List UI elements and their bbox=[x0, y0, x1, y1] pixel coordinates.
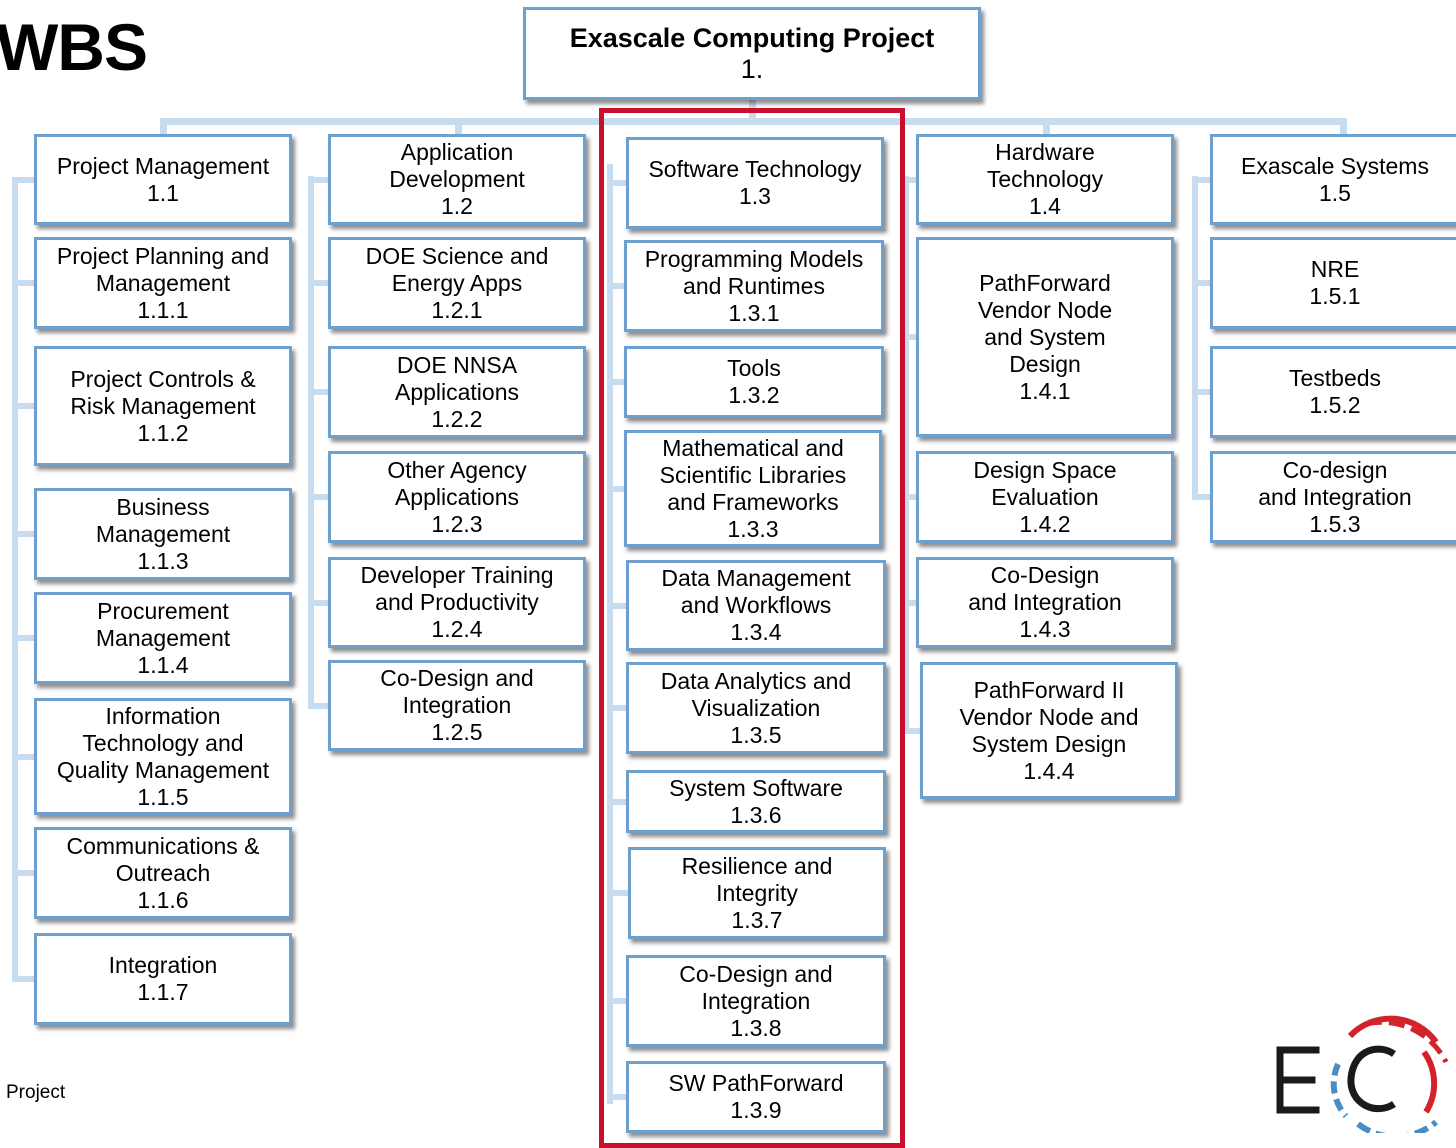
slide-title: WBS bbox=[0, 10, 148, 84]
root-label: Exascale Computing Project bbox=[569, 22, 935, 53]
connector-stub bbox=[1192, 494, 1210, 500]
connector-stub bbox=[903, 599, 916, 606]
connector-stub bbox=[903, 727, 920, 734]
connector-stub bbox=[308, 389, 328, 395]
connector-stub bbox=[308, 702, 328, 709]
col3-item-box: Mathematical and Scientific Libraries an… bbox=[624, 430, 882, 547]
footer-text: Project bbox=[6, 1082, 66, 1103]
ecp-logo-icon bbox=[1276, 1015, 1449, 1133]
root-number: 1. bbox=[740, 53, 764, 84]
connector-stub bbox=[12, 176, 34, 183]
connector-stub bbox=[903, 334, 916, 340]
connector-stub bbox=[1192, 280, 1210, 286]
software-technology-highlight bbox=[599, 108, 905, 1148]
connector-stub bbox=[1192, 389, 1210, 395]
connector-stub bbox=[607, 602, 626, 609]
connector-stub bbox=[12, 403, 34, 409]
connector-stub bbox=[308, 280, 328, 286]
connector-col5 bbox=[1340, 118, 1347, 136]
connector-stub bbox=[903, 494, 916, 500]
connector-col2 bbox=[455, 118, 462, 136]
connector-stub bbox=[607, 379, 624, 385]
connector-stub bbox=[12, 635, 34, 641]
spine-col4 bbox=[903, 176, 909, 734]
connector-stub bbox=[12, 531, 34, 537]
connector-stub bbox=[607, 798, 626, 805]
connector-stub bbox=[903, 176, 916, 183]
connector-stub bbox=[12, 976, 34, 982]
connector-col4 bbox=[1043, 118, 1050, 136]
connector-stub bbox=[607, 180, 626, 186]
connector-stub bbox=[607, 283, 624, 289]
connector-stub bbox=[308, 494, 328, 500]
connector-stub bbox=[607, 485, 624, 492]
spine-col2 bbox=[308, 176, 314, 706]
col4-item-box: PathForward Vendor Node and System Desig… bbox=[916, 237, 1174, 437]
connector-stub bbox=[308, 599, 328, 606]
root-box: Exascale Computing Project 1. bbox=[523, 7, 981, 100]
connector-col1 bbox=[160, 118, 167, 136]
spine-col3 bbox=[607, 164, 613, 1104]
connector-stub bbox=[607, 890, 628, 896]
col1-item-box: Information Technology and Quality Manag… bbox=[34, 698, 292, 815]
spine-col5 bbox=[1192, 176, 1198, 496]
connector-stub bbox=[607, 998, 626, 1004]
connector-stub bbox=[1192, 176, 1210, 183]
connector-stub bbox=[12, 753, 34, 760]
connector-stub bbox=[607, 1094, 626, 1100]
connector-stub bbox=[12, 870, 34, 876]
connector-stub bbox=[607, 705, 626, 711]
connector-stub bbox=[12, 280, 34, 286]
connector-bus bbox=[162, 118, 1344, 125]
connector-stub bbox=[308, 176, 328, 183]
col4-item-box: PathForward II Vendor Node and System De… bbox=[920, 662, 1178, 799]
spine-col1 bbox=[12, 178, 18, 978]
